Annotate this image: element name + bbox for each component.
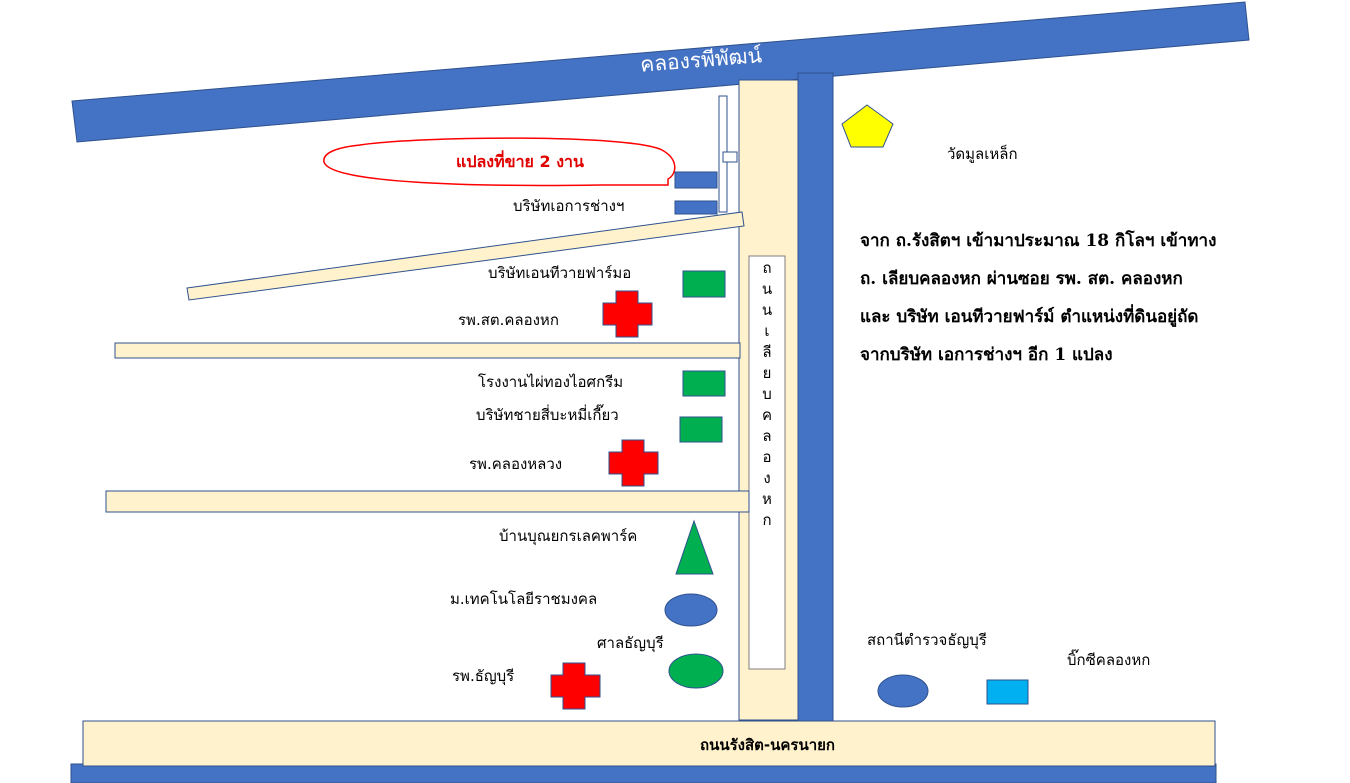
ice-cream-marker [682,370,726,397]
ekarn-label: บริษัทเอการช่างฯ [513,197,625,215]
ekarn-marker [674,200,718,215]
bigc-marker [986,679,1029,705]
nt-wy-label: บริษัทเอนทีวายฟาร์มอ [488,264,632,282]
location-description: จาก ถ.รังสิตฯ เข้ามาประมาณ 18 กิโลฯ เข้า… [860,222,1280,374]
side-road-lower [105,490,750,513]
chai-si-marker [679,416,723,443]
description-line: และ บริษัท เอนทีวายฟาร์ม์ ตำแหน่งที่ดินอ… [860,307,1199,327]
bigc-label: บิ๊กซีคลองหก [1067,651,1151,669]
road-char: ล [762,427,772,445]
hosp-khlong-hok-label: รพ.สต.คลองหก [458,311,559,329]
nt-wy-marker [682,270,726,298]
rmutt-marker [664,593,718,627]
rmutt-label: ม.เทคโนโลยีราชมงคล [450,590,598,608]
vertical-road-label-box [748,255,786,670]
road-char: น [761,301,773,319]
triangle-icon [675,519,714,575]
road-char: ง [763,469,771,487]
road-char: ลี [762,343,772,361]
plot-outline [323,137,676,187]
small-lane-box [722,151,738,163]
wat-label: วัดมูลเหล็ก [947,145,1018,163]
road-char: ก [762,511,772,529]
road-rangsit-nakhonnayok [82,720,1216,767]
road-char: น [761,280,773,298]
road-char: อ [762,448,772,466]
bottom-canal [70,763,1217,783]
road-char: บ [762,385,772,403]
road-char: ห [762,490,772,508]
road-char: ย [762,364,772,382]
road-char: เ [764,322,770,340]
chai-si-label: บริษัทชายสี่บะหมี่เกี๊ยว [476,406,619,424]
description-line: จากบริษัท เอการช่างฯ อีก 1 แปลง [860,345,1113,365]
red-cross-icon [602,290,653,338]
side-road-middle [114,342,741,359]
police-label: สถานีตำรวจธัญบุรี [867,631,987,649]
red-cross-icon [608,439,659,487]
road-bottom-label: ถนนรังสิต-นครนายก [700,736,835,754]
road-vertical-label: ถ น น เ ลี ย บ ค ล อ ง ห ก [750,258,784,531]
road-char: ถ [762,259,772,277]
description-line: จาก ถ.รังสิตฯ เข้ามาประมาณ 18 กิโลฯ เข้า… [860,231,1217,251]
vertical-canal [797,72,834,726]
ice-cream-label: โรงงานไผ่ทองไอศกรีม [478,373,624,391]
plot-marker [674,171,718,189]
road-char: ค [761,406,773,424]
description-line: ถ. เลียบคลองหก ผ่านซอย รพ. สต. คลองหก [860,269,1183,289]
canal-khlong-raphiphat [71,1,1250,143]
side-road-diagonal [186,211,745,301]
red-cross-icon [550,662,601,710]
court-marker [668,653,724,689]
hosp-thanyaburi-label: รพ.ธัญบุรี [452,667,515,685]
hosp-khlong-luang-label: รพ.คลองหลวง [469,455,563,473]
plot-label: แปลงที่ขาย 2 งาน [456,152,584,171]
pentagon-icon [841,104,894,148]
boonyakorn-label: บ้านบุณยกรเลคพาร์ค [499,527,638,545]
police-marker [877,674,929,708]
court-label: ศาลธัญบุรี [597,634,664,652]
